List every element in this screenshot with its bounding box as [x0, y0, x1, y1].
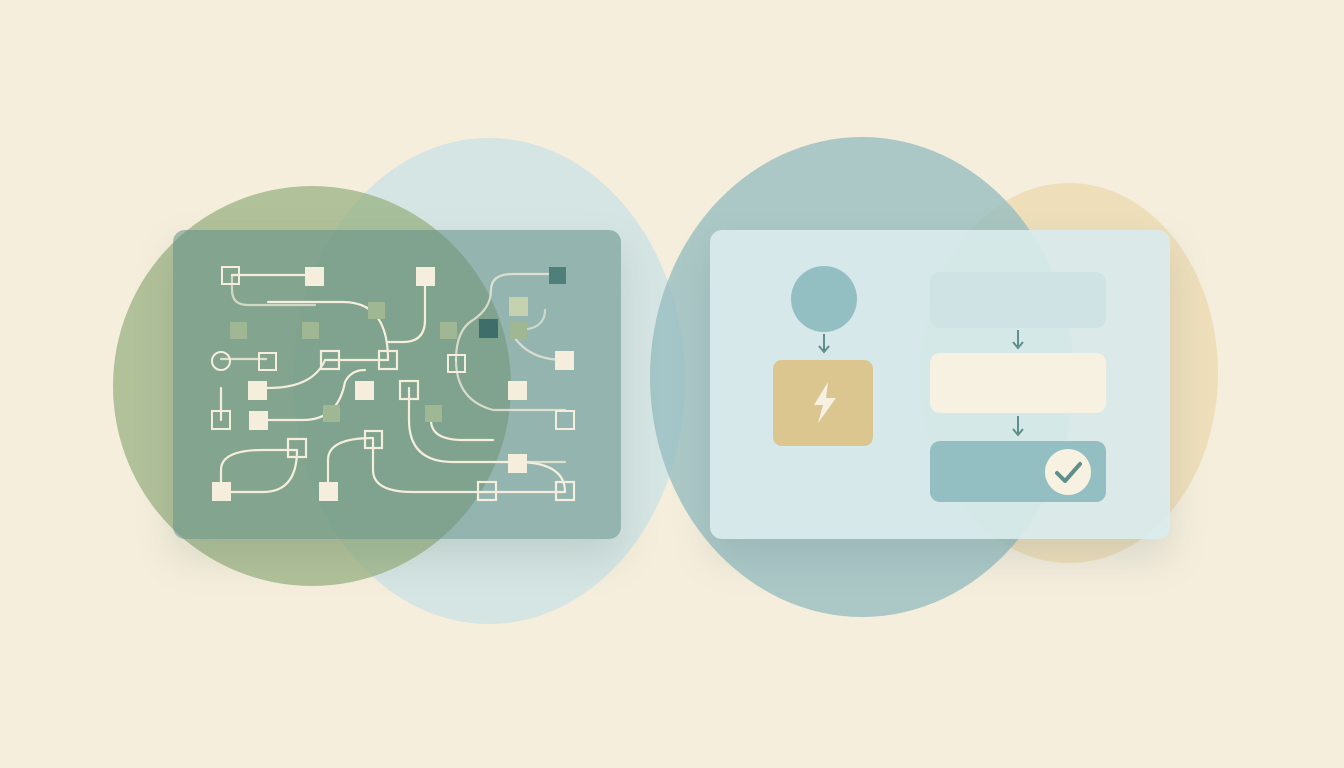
network-node-icon	[363, 429, 384, 450]
network-node-icon	[248, 381, 267, 400]
network-link	[230, 273, 317, 307]
network-node-icon	[211, 410, 231, 430]
arrow-down-icon	[1012, 416, 1024, 437]
network-node-icon	[230, 322, 247, 339]
network-node-icon	[509, 297, 528, 316]
workflow-step-bar	[930, 272, 1106, 328]
arrow-down-icon	[818, 334, 830, 354]
lightning-icon	[814, 382, 836, 423]
network-link	[454, 358, 567, 412]
network-node-icon	[479, 319, 498, 338]
network-node-icon	[368, 302, 385, 319]
workflow-step-bar	[930, 353, 1106, 413]
network-node-icon	[302, 322, 319, 339]
network-link	[371, 436, 489, 494]
network-node-icon	[249, 411, 268, 430]
network-node-icon	[555, 410, 575, 430]
network-node-icon	[319, 482, 338, 501]
network-node-icon	[554, 480, 576, 502]
network-node-icon	[258, 352, 277, 371]
network-link	[429, 418, 495, 442]
network-link	[256, 358, 327, 390]
network-node-icon	[555, 351, 574, 370]
network-node-icon	[508, 381, 527, 400]
network-panel	[173, 230, 621, 539]
network-node-icon	[447, 354, 466, 373]
network-node-icon	[440, 322, 457, 339]
network-node-icon	[416, 267, 435, 286]
network-link	[219, 448, 299, 494]
network-link	[386, 273, 427, 344]
network-link	[256, 368, 367, 422]
trigger-node	[791, 266, 857, 332]
network-node-icon	[510, 322, 527, 339]
network-node-icon	[377, 349, 399, 371]
network-link	[219, 448, 299, 494]
arrow-down-icon	[1012, 330, 1024, 350]
network-node-icon	[211, 351, 231, 371]
network-node-icon	[319, 349, 341, 371]
network-node-icon	[286, 437, 308, 459]
checkmark-stroke	[1055, 462, 1082, 483]
network-node-icon	[508, 454, 527, 473]
network-link	[454, 272, 560, 362]
network-diagram	[211, 266, 576, 502]
workflow-diagram	[773, 266, 1106, 502]
network-link	[407, 386, 567, 494]
network-nodes	[211, 266, 576, 502]
checkmark-icon	[1045, 449, 1091, 495]
network-node-icon	[212, 482, 231, 501]
network-node-icon	[355, 381, 374, 400]
network-node-icon	[221, 266, 240, 285]
network-node-icon	[425, 405, 442, 422]
network-node-icon	[305, 267, 324, 286]
network-node-icon	[549, 267, 566, 284]
network-node-icon	[398, 379, 420, 401]
network-node-icon	[476, 480, 498, 502]
network-node-icon	[323, 405, 340, 422]
